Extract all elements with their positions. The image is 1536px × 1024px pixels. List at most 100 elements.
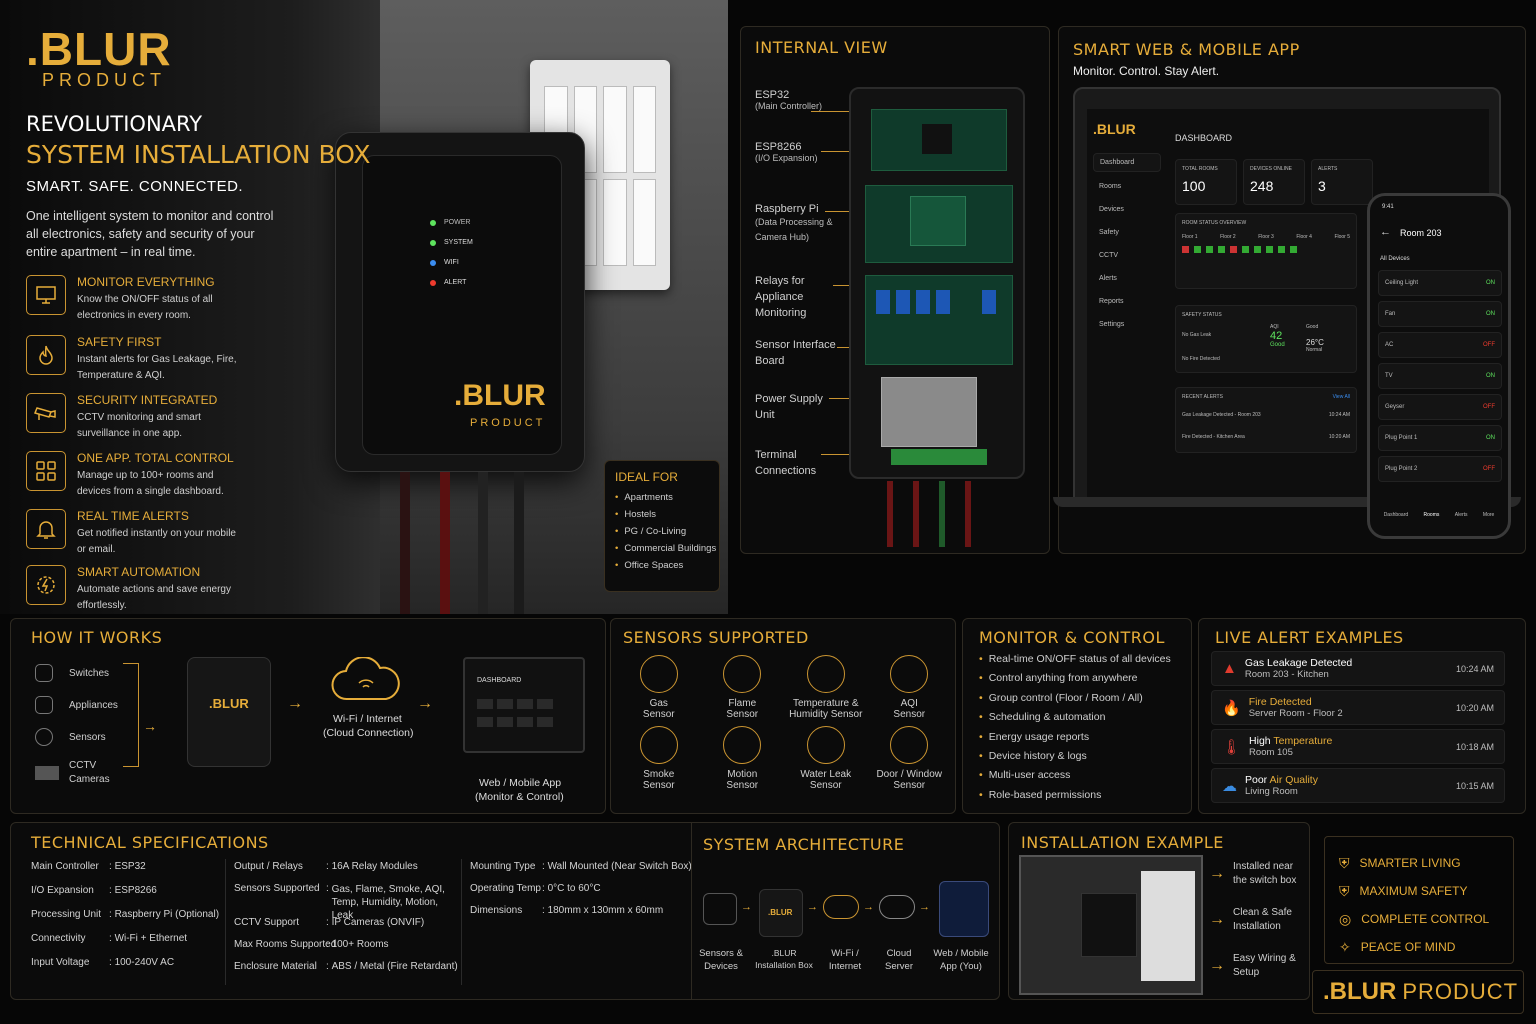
how-box: .BLUR (187, 657, 271, 767)
thermometer-alert-icon: 🌡 (1222, 738, 1242, 756)
live-alerts-panel: LIVE ALERT EXAMPLES ▲ Gas Leakage Detect… (1198, 618, 1526, 814)
flame-icon (26, 335, 66, 375)
thermometer-icon (806, 655, 845, 693)
shield-check-icon: ⛨ (1339, 882, 1350, 899)
app-panel: SMART WEB & MOBILE APP Monitor. Control.… (1053, 26, 1526, 554)
sensor-item: Temperature &Humidity Sensor (784, 655, 868, 720)
install-photo (1019, 855, 1203, 995)
ideal-list: Apartments Hostels PG / Co-Living Commer… (615, 492, 716, 571)
nav-reports[interactable]: Reports (1099, 298, 1124, 305)
sensor-icon (35, 728, 53, 746)
ideal-for-card: IDEAL FOR Apartments Hostels PG / Co-Liv… (604, 460, 720, 592)
flame-sensor-icon (723, 655, 762, 693)
appliance-icon (35, 696, 53, 714)
gas-icon (639, 655, 678, 693)
device-brand: .BLUR (454, 379, 546, 412)
dash-title: DASHBOARD (1175, 133, 1233, 143)
how-it-works-panel: HOW IT WORKS Switches Appliances Sensors… (10, 618, 606, 814)
brand-sub: PRODUCT (42, 70, 166, 90)
view-all-link[interactable]: View All (1332, 394, 1350, 400)
phone-room-title: Room 203 (1400, 228, 1442, 238)
cctv-icon (26, 393, 66, 433)
nav-safety[interactable]: Safety (1099, 229, 1119, 236)
phone-back-icon[interactable]: ← (1380, 226, 1391, 238)
hero-desc: One intelligent system to monitor and co… (26, 209, 274, 259)
door-icon (890, 726, 929, 764)
motion-icon (723, 726, 762, 764)
cloud-icon (329, 656, 403, 708)
monitor-list: Real-time ON/OFF status of all devices C… (979, 653, 1171, 808)
sensors-node-icon (703, 893, 737, 925)
box-node: .BLUR (759, 889, 803, 937)
tech-specs-panel: TECHNICAL SPECIFICATIONS Main Controller… (10, 822, 1000, 1000)
led-wifi-icon (430, 259, 436, 266)
cloud-server-icon (879, 895, 915, 919)
pcb-enclosure (849, 87, 1025, 479)
nav-settings[interactable]: Settings (1099, 321, 1125, 328)
wifi-cloud-icon (823, 895, 859, 919)
spec-col-1: Main Controller: ESP32 I/O Expansion: ES… (31, 861, 220, 968)
spec-col-3: Mounting Type: Wall Mounted (Near Switch… (470, 861, 692, 916)
safety-status: SAFETY STATUS No Gas Leak No Fire Detect… (1175, 305, 1357, 373)
peace-icon: ✧ (1339, 938, 1351, 955)
internal-labels: ESP32(Main Controller) ESP8266(I/O Expan… (755, 89, 836, 477)
water-drop-icon (806, 726, 845, 764)
monitor-icon (26, 275, 66, 315)
led-alert-icon (430, 279, 436, 286)
footer-brand: .BLUR PRODUCT (1312, 970, 1524, 1014)
cctv-camera-icon (35, 766, 59, 780)
installation-box-device: POWER SYSTEM WIFI ALERT .BLUR PRODUCT (335, 132, 585, 472)
fire-icon: 🔥 (1222, 699, 1241, 717)
switch-icon (35, 664, 53, 682)
hero-line1: REVOLUTIONARY (26, 112, 203, 136)
warning-icon: ▲ (1222, 660, 1237, 677)
nav-devices[interactable]: Devices (1099, 206, 1124, 213)
nav-alerts[interactable]: Alerts (1099, 275, 1117, 282)
nav-rooms[interactable]: Rooms (1099, 183, 1122, 190)
nav-cctv[interactable]: CCTV (1099, 252, 1119, 259)
air-quality-icon: ☁ (1222, 777, 1237, 795)
arch-diagram: → .BLUR → → → Sensors & Devices .BLUR In… (699, 879, 995, 989)
hero-tagline: SMART. SAFE. CONNECTED. (26, 178, 244, 195)
smoke-icon (639, 726, 678, 764)
installation-panel: INSTALLATION EXAMPLE →Installed near the… (1008, 822, 1310, 1000)
aqi-icon (890, 655, 929, 693)
led-power-icon (430, 219, 436, 226)
spec-col-2: Output / Relays: 16A Relay Modules Senso… (234, 861, 458, 972)
led-system-icon (430, 239, 436, 246)
hero-section: POWER SYSTEM WIFI ALERT .BLUR PRODUCT .B… (0, 0, 728, 614)
automation-gear-icon (26, 565, 66, 605)
nav-dashboard[interactable]: Dashboard (1093, 153, 1161, 172)
install-notes: →Installed near the switch box →Clean & … (1209, 861, 1297, 978)
